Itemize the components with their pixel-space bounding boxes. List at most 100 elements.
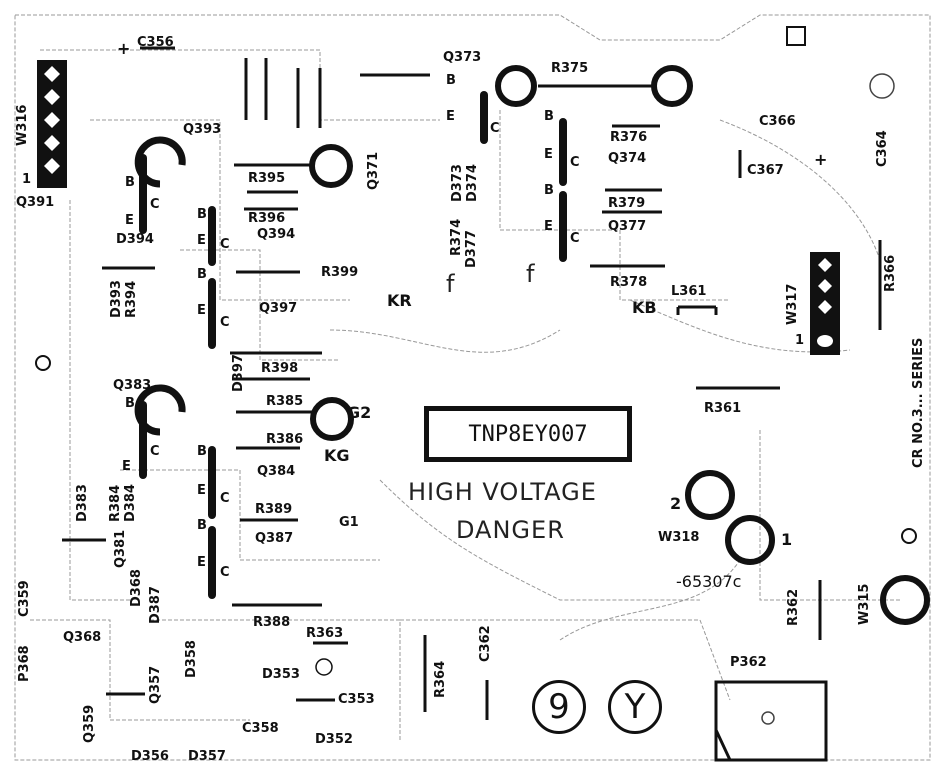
pin-b-q373: B [446,73,456,88]
label-d397: D397 [231,354,246,392]
pin-e-q373: E [446,109,455,124]
label-r399: R399 [321,265,359,280]
label-c366: C366 [759,114,796,129]
pin-b-q397: B [197,267,207,282]
pin-b-q374: B [544,109,554,124]
label-d383: D383 [75,484,90,522]
label-r398: R398 [261,361,299,376]
label-c367: C367 [747,163,784,178]
label-w318: W318 [658,530,700,545]
label-d357: D357 [188,749,226,764]
pin-b-q377: B [544,183,554,198]
warning-line2: DANGER [456,516,565,544]
pin-b-q394a: B [125,175,135,190]
pin-c-q374: C [570,155,580,170]
label-r395: R395 [248,171,286,186]
label-q373: Q373 [443,50,482,65]
label-r388: R388 [253,615,291,630]
label-q357: Q357 [148,665,163,704]
label-q393: Q393 [183,122,222,137]
label-d368: D368 [129,569,144,607]
label-r379: R379 [608,196,646,211]
label-w315: W315 [857,583,872,625]
label-d384: D384 [123,484,138,522]
plus-mark-c367: + [814,150,828,169]
label-g2: G2 [347,403,372,422]
label-d394: D394 [116,232,154,247]
label-w317: W317 [785,283,800,325]
board-id: TNP8EY007 [468,421,588,447]
label-r366: R366 [883,254,898,292]
label-d353: D353 [262,667,300,682]
label-q387: Q387 [255,531,294,546]
pin-c-q394b: C [220,237,230,252]
copper-traces [14,14,931,761]
pin-b-q387: B [197,518,207,533]
label-q383: Q383 [113,378,152,393]
label-d352: D352 [315,732,353,747]
label-q359: Q359 [82,704,97,743]
label-d356: D356 [131,749,169,764]
label-r386: R386 [266,432,304,447]
label-p362: P362 [730,655,767,670]
label-g1: G1 [339,515,359,530]
board-id-box: TNP8EY007 [424,406,632,462]
resistor-lines [62,46,882,720]
label-r363: R363 [306,626,344,641]
pin-e-q384: E [197,483,206,498]
label-d393: D393 [109,280,124,318]
pin-c-q377: C [570,231,580,246]
misc-marks [35,26,917,762]
label-c356: C356 [137,35,174,50]
label-c353: C353 [338,692,375,707]
label-kg: KG [324,446,350,465]
label-l361: L361 [671,284,707,299]
round-mark-y: Y [608,680,662,734]
pin-e-q394b: E [197,233,206,248]
label-r389: R389 [255,502,293,517]
label-q384: Q384 [257,464,296,479]
label-d387: D387 [148,586,163,624]
pin-two-w318: 2 [670,494,682,513]
pin-one-w317: 1 [795,333,805,348]
label-d377: D377 [464,230,479,268]
label-r364: R364 [433,660,448,698]
label-q397: Q397 [259,301,298,316]
label-r375: R375 [551,61,589,76]
label-q368: Q368 [63,630,102,645]
pin-e-q383: E [122,459,131,474]
test-rings [309,65,930,625]
label-d358: D358 [184,640,199,678]
pin-c-q387: C [220,565,230,580]
pin-b-q394b: B [197,207,207,222]
label-r376: R376 [610,130,648,145]
pin-e-q387: E [197,555,206,570]
label-r374: R374 [449,218,464,256]
label-kr: KR [387,291,412,310]
label-d373: D373 [450,164,465,202]
label-r396: R396 [248,211,286,226]
pin-c-q397: C [220,315,230,330]
label-w316: W316 [15,104,30,146]
label-kb: KB [632,298,657,317]
label-d374: D374 [465,164,480,202]
label-q377: Q377 [608,219,647,234]
label-q391: Q391 [16,195,55,210]
label-c359: C359 [17,580,32,617]
label-q371: Q371 [366,151,381,190]
pin-c-q383: C [150,444,160,459]
round-mark-9: 9 [532,680,586,734]
label-c362: C362 [478,625,493,662]
label-c364: C364 [875,130,890,167]
label-r362: R362 [786,588,801,626]
label-q381: Q381 [113,529,128,568]
pin-e-q377: E [544,219,553,234]
pin-c-q384: C [220,491,230,506]
pin-c-q373: C [490,121,500,136]
pin-b-q383: B [125,396,135,411]
transistor-bars [139,91,567,599]
pin-one-w316: 1 [22,172,32,187]
label-r384: R384 [108,484,123,522]
